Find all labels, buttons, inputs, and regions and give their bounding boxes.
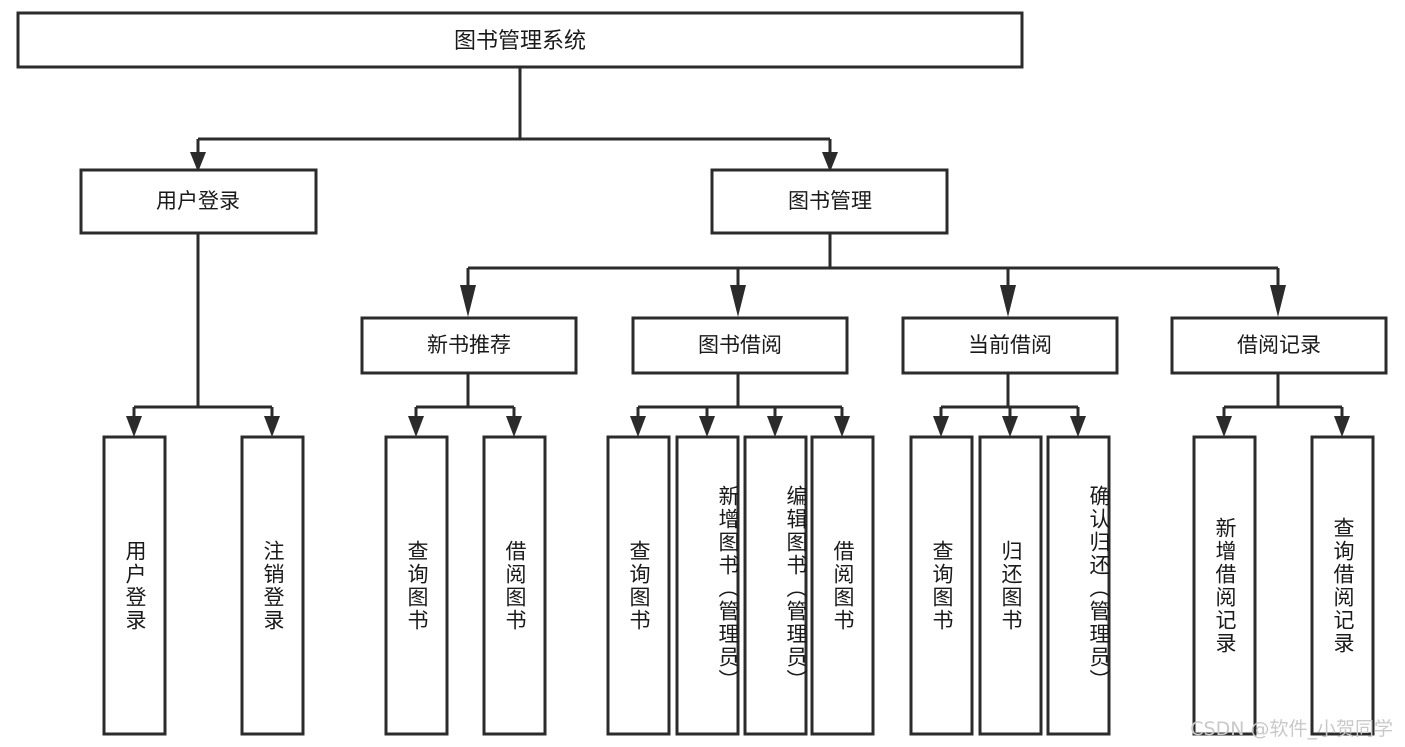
node-current-borrow[interactable]: 当前借阅 <box>901 316 1119 375</box>
leaf-box-edit-book-admin[interactable] <box>743 435 808 736</box>
arrowhead-currentborrow-leaf-2 <box>1002 416 1018 437</box>
leaf-box-add-borrow-record[interactable] <box>1192 435 1257 736</box>
node-root-book-management-system[interactable]: 图书管理系统 <box>16 11 1024 69</box>
leaf-box-query-borrow-record[interactable] <box>1310 435 1375 736</box>
arrowhead-leaf-user-login <box>126 416 142 437</box>
node-new-book-recommend[interactable]: 新书推荐 <box>360 316 578 375</box>
leaf-box-query-book-3[interactable] <box>909 435 974 736</box>
arrowhead-borrowrecords-leaf-2 <box>1334 416 1350 437</box>
arrowhead-borrowrecords-leaf-1 <box>1216 416 1232 437</box>
arrowhead-bookborrow-leaf-2 <box>699 416 715 437</box>
leaf-box-borrow-book-2[interactable] <box>810 435 875 736</box>
arrowhead-bookborrow-leaf-3 <box>767 416 783 437</box>
arrowhead-book-mgmt <box>822 152 838 172</box>
arrowhead-newbook-leaf-2 <box>506 416 522 437</box>
node-user-login[interactable]: 用户登录 <box>79 168 318 235</box>
arrowhead-bookborrow-leaf-4 <box>834 416 850 437</box>
node-current-borrow-box[interactable] <box>901 316 1119 375</box>
leaf-box-query-book-1[interactable] <box>384 435 449 736</box>
arrowhead-book-borrow <box>730 285 746 317</box>
arrowhead-user-login <box>190 152 206 172</box>
node-new-book-recommend-box[interactable] <box>360 316 578 375</box>
node-new-book-recommend-label: 新书推荐 <box>427 333 511 357</box>
arrowhead-newbook-leaf-1 <box>408 416 424 437</box>
node-root-box[interactable] <box>16 11 1024 69</box>
arrowhead-currentborrow-leaf-1 <box>933 416 949 437</box>
leaf-box-borrow-book-1[interactable] <box>482 435 547 736</box>
node-book-management[interactable]: 图书管理 <box>710 168 949 235</box>
leaf-box-return-book[interactable] <box>978 435 1043 736</box>
arrowhead-currentborrow-leaf-3 <box>1070 416 1086 437</box>
arrowhead-bookborrow-leaf-1 <box>630 416 646 437</box>
node-user-login-box[interactable] <box>79 168 318 235</box>
node-borrow-records[interactable]: 借阅记录 <box>1170 316 1388 375</box>
node-book-management-label: 图书管理 <box>788 189 872 213</box>
node-borrow-records-label: 借阅记录 <box>1237 333 1321 357</box>
node-book-borrow-box[interactable] <box>631 316 849 375</box>
connector-layer <box>126 67 1350 437</box>
node-user-login-label: 用户登录 <box>156 189 240 213</box>
arrowhead-borrow-records <box>1270 285 1286 317</box>
node-current-borrow-label: 当前借阅 <box>968 333 1052 357</box>
arrowhead-new-book-recommend <box>460 285 476 317</box>
csdn-watermark: CSDN @软件_小贺同学 <box>1190 718 1393 740</box>
arrowhead-leaf-logout <box>264 416 280 437</box>
node-book-management-box[interactable] <box>710 168 949 235</box>
node-root-label: 图书管理系统 <box>454 29 586 54</box>
leaf-box-user-login[interactable] <box>102 435 167 736</box>
leaf-box-logout[interactable] <box>240 435 305 736</box>
node-borrow-records-box[interactable] <box>1170 316 1388 375</box>
node-book-borrow[interactable]: 图书借阅 <box>631 316 849 375</box>
arrowhead-current-borrow <box>1000 285 1016 317</box>
leaf-box-confirm-return-admin[interactable] <box>1046 435 1111 736</box>
node-book-borrow-label: 图书借阅 <box>698 333 782 357</box>
leaf-box-query-book-2[interactable] <box>606 435 671 736</box>
leaf-box-add-book-admin[interactable] <box>675 435 740 736</box>
